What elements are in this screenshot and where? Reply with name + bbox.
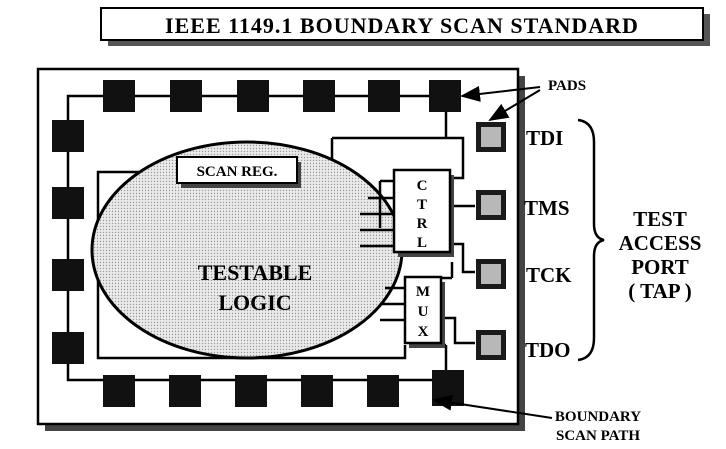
ctrl-wires	[360, 136, 475, 274]
pads-label: PADS	[548, 78, 586, 94]
boundary-pad	[103, 375, 135, 407]
tap-label-1: TEST	[633, 207, 687, 231]
pads-arrows	[460, 85, 541, 122]
ctrl-letter: R	[417, 216, 428, 232]
tap-pads	[476, 122, 506, 360]
boundary-pad	[52, 120, 84, 152]
boundary-scan-path-label-2: SCAN PATH	[556, 428, 640, 444]
boundary-pad	[170, 80, 202, 112]
boundary-pad	[103, 80, 135, 112]
mux-letter: M	[416, 284, 430, 300]
mux-block: M U X	[403, 275, 445, 348]
pin-label-tck: TCK	[526, 263, 572, 287]
ctrl-letter: C	[417, 178, 428, 194]
scan-register: SCAN REG.	[176, 156, 301, 188]
boundary-pad	[303, 80, 335, 112]
mux-letter: X	[418, 324, 429, 340]
pin-label-tdi: TDI	[526, 126, 563, 150]
mux-letter: U	[418, 304, 429, 320]
boundary-pad	[235, 375, 267, 407]
tap-label-3: PORT	[631, 255, 689, 279]
boundary-scan-path-arrow	[432, 394, 553, 419]
tap-label-2: ACCESS	[619, 231, 702, 255]
testable-logic-label-1: TESTABLE	[198, 260, 313, 285]
boundary-pad	[169, 375, 201, 407]
testable-logic-label-2: LOGIC	[218, 290, 291, 315]
pin-label-tdo: TDO	[525, 338, 571, 362]
boundary-pad	[368, 80, 400, 112]
boundary-pad	[429, 80, 461, 112]
boundary-pad	[301, 375, 333, 407]
title-box: IEEE 1149.1 BOUNDARY SCAN STANDARD	[100, 7, 710, 46]
pin-label-tms: TMS	[524, 196, 570, 220]
boundary-pad	[52, 187, 84, 219]
ctrl-block: C T R L	[392, 168, 454, 257]
boundary-pad	[52, 332, 84, 364]
boundary-pad	[237, 80, 269, 112]
tap-label-4: ( TAP )	[628, 279, 691, 303]
ctrl-letter: L	[417, 235, 427, 251]
boundary-pad	[52, 259, 84, 291]
diagram-title: IEEE 1149.1 BOUNDARY SCAN STANDARD	[165, 13, 639, 38]
scan-register-label: SCAN REG.	[197, 164, 278, 180]
boundary-pad	[367, 375, 399, 407]
tap-brace	[577, 118, 605, 362]
ctrl-letter: T	[417, 197, 427, 213]
boundary-scan-path-label-1: BOUNDARY	[555, 409, 641, 425]
